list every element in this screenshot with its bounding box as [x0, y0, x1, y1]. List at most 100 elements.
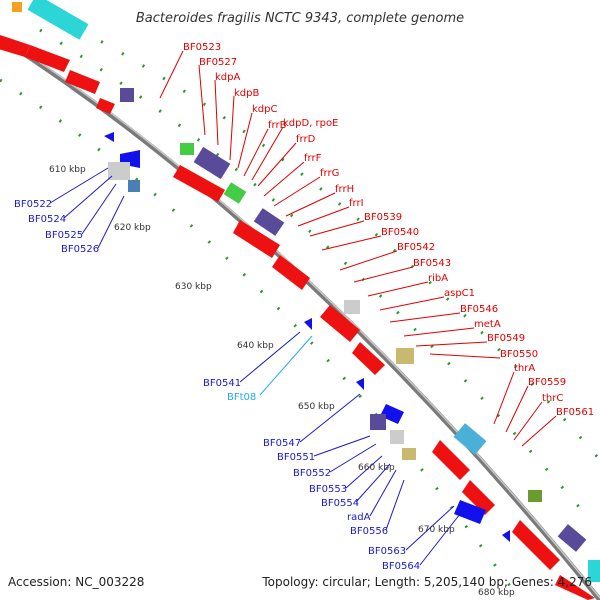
gene-arrow[interactable]	[96, 98, 115, 114]
tick-label: 630 kbp	[175, 282, 212, 292]
leader-line-trna	[259, 335, 313, 396]
gene-arrow[interactable]	[173, 165, 225, 202]
gene-arrow[interactable]	[555, 575, 595, 600]
feature-block-steel[interactable]	[128, 180, 140, 192]
track-dots-outer	[79, 28, 600, 461]
feature-block-purple[interactable]	[193, 146, 231, 180]
gene-arrow[interactable]	[65, 70, 100, 94]
feature-block-olive[interactable]	[528, 490, 542, 502]
gene-arrow[interactable]	[356, 378, 364, 390]
feature-block-gray[interactable]	[108, 162, 130, 180]
track-dots-inner	[0, 78, 522, 600]
gene-label[interactable]: BF0551	[277, 452, 315, 463]
gene-label[interactable]: kdpB	[234, 88, 259, 99]
gene-label[interactable]: frrH	[335, 184, 354, 195]
gene-label[interactable]: BF0561	[556, 407, 594, 418]
gene-label[interactable]: BF0525	[45, 230, 83, 241]
tick-label: 640 kbp	[237, 341, 274, 351]
gene-label[interactable]: aspC1	[444, 288, 475, 299]
gene-label[interactable]: BF0556	[350, 526, 388, 537]
gene-arrow[interactable]	[502, 530, 510, 542]
gene-arrow[interactable]	[104, 132, 114, 142]
gene-label[interactable]: ribA	[428, 273, 448, 284]
feature-block-khaki[interactable]	[402, 448, 416, 460]
gene-label[interactable]: BF0527	[199, 57, 237, 68]
gene-arrow[interactable]	[454, 500, 486, 524]
gene-arrow[interactable]	[462, 480, 495, 515]
gene-label[interactable]: BF0554	[321, 498, 359, 509]
gene-label[interactable]: frrF	[304, 153, 322, 164]
gene-label[interactable]: BF0526	[61, 244, 99, 255]
feature-block-orange[interactable]	[12, 2, 22, 12]
gene-arrow[interactable]	[233, 220, 280, 258]
feature-blocks	[12, 0, 600, 582]
gene-label[interactable]: kdpC	[252, 104, 277, 115]
gene-label[interactable]: kdpD, rpoE	[283, 118, 338, 129]
gene-arrow[interactable]	[320, 305, 360, 342]
gene-label[interactable]: kdpA	[215, 72, 240, 83]
gene-label[interactable]: BF0542	[397, 242, 435, 253]
gene-label[interactable]: BF0549	[487, 333, 525, 344]
gene-label[interactable]: BF0552	[293, 468, 331, 479]
feature-block-gray[interactable]	[390, 430, 404, 444]
gene-arrow[interactable]	[25, 45, 70, 72]
gene-arrow[interactable]	[432, 440, 470, 480]
reverse-genes	[104, 132, 510, 542]
feature-block-green[interactable]	[223, 182, 247, 204]
gene-label[interactable]: BF0553	[309, 484, 347, 495]
trna-label[interactable]: BFt08	[227, 392, 256, 403]
tick-label: 670 kbp	[418, 525, 455, 535]
gene-label[interactable]: frrG	[320, 168, 339, 179]
leader-lines-forward	[159, 50, 557, 447]
gene-label[interactable]: BF0547	[263, 438, 301, 449]
tick-label: 620 kbp	[114, 223, 151, 233]
gene-label[interactable]: BF0550	[500, 349, 538, 360]
gene-label[interactable]: BF0524	[28, 214, 66, 225]
forward-genes	[0, 35, 595, 600]
forward-gene-labels: BF0523 BF0527 kdpA kdpB kdpC frrB kdpD, …	[183, 42, 594, 418]
track-dots-mid	[39, 28, 592, 521]
feature-block-cyan[interactable]	[588, 560, 600, 582]
gene-label[interactable]: BF0559	[528, 377, 566, 388]
feature-block-khaki[interactable]	[396, 348, 414, 364]
gene-arrow[interactable]	[380, 404, 404, 424]
gene-label[interactable]: thrA	[514, 363, 535, 374]
topology-text: Topology: circular; Length: 5,205,140 bp…	[261, 575, 592, 589]
gene-label[interactable]: thrC	[542, 393, 563, 404]
gene-label[interactable]: BF0541	[203, 378, 241, 389]
gene-label[interactable]: frrD	[296, 134, 316, 145]
feature-block-purple[interactable]	[120, 88, 134, 102]
feature-block-purple[interactable]	[557, 524, 587, 552]
gene-label[interactable]: frrI	[349, 198, 364, 209]
gene-label[interactable]: frrB	[268, 120, 287, 131]
gene-label[interactable]: metA	[474, 319, 501, 330]
reverse-gene-labels: BF0522 BF0524 BF0525 BF0526 BF0541 BFt08…	[14, 199, 420, 572]
leader-lines-reverse	[49, 167, 461, 566]
gene-arrow[interactable]	[304, 318, 312, 330]
feature-block-purple[interactable]	[253, 208, 285, 236]
tick-label: 610 kbp	[49, 165, 86, 175]
feature-block-cyan[interactable]	[453, 423, 487, 455]
feature-block-purple[interactable]	[370, 414, 386, 430]
gene-label[interactable]: BF0564	[382, 561, 420, 572]
feature-block-cyan[interactable]	[27, 0, 89, 40]
gene-arrow[interactable]	[0, 35, 30, 57]
gene-label[interactable]: BF0540	[381, 227, 419, 238]
gene-label[interactable]: BF0523	[183, 42, 221, 53]
gene-arrow[interactable]	[512, 520, 560, 570]
kbp-ticks: 610 kbp 620 kbp 630 kbp 640 kbp 650 kbp …	[49, 165, 515, 598]
tick-label: 680 kbp	[478, 588, 515, 598]
gene-label[interactable]: BF0546	[460, 304, 498, 315]
gene-arrow[interactable]	[272, 255, 310, 290]
gene-label[interactable]: BF0543	[413, 258, 451, 269]
feature-block-gray[interactable]	[344, 300, 360, 314]
gene-label[interactable]: BF0563	[368, 546, 406, 557]
tick-label: 660 kbp	[358, 463, 395, 473]
gene-label[interactable]: BF0522	[14, 199, 52, 210]
feature-block-green[interactable]	[180, 143, 194, 155]
tick-label: 650 kbp	[298, 402, 335, 412]
gene-label[interactable]: radA	[347, 512, 371, 523]
gene-label[interactable]: BF0539	[364, 212, 402, 223]
gene-arrow[interactable]	[352, 342, 385, 375]
